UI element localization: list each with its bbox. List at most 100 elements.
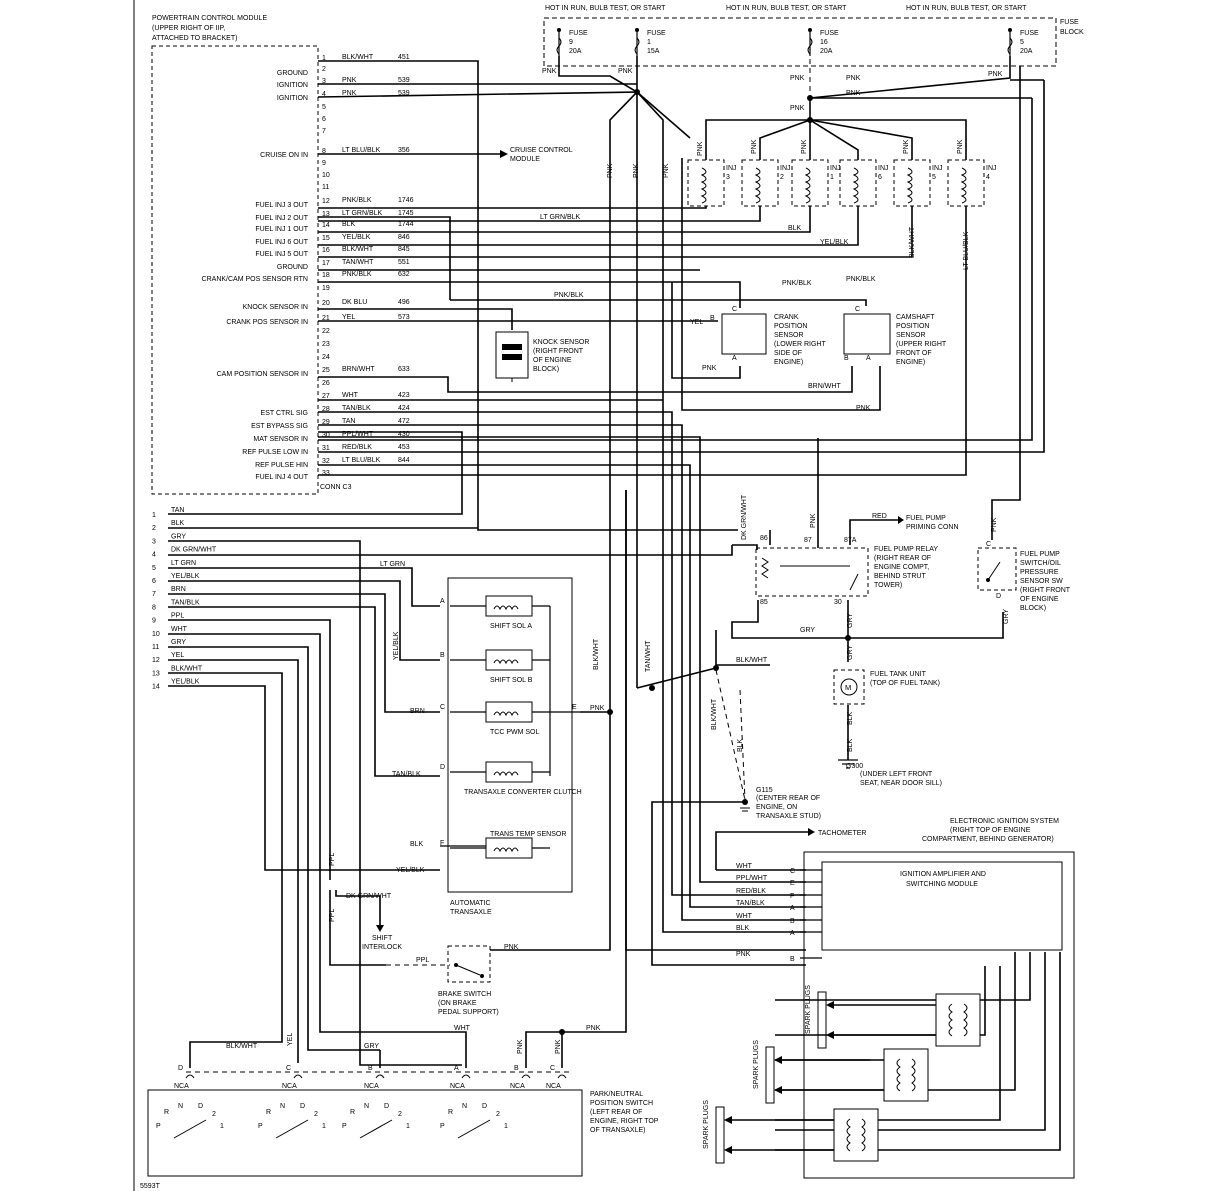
pcm-pin-label: CRANK POS SENSOR IN	[226, 319, 308, 326]
pn-position-label: D	[198, 1103, 203, 1110]
pn-position-label: R	[266, 1109, 271, 1116]
solenoid-coil	[493, 659, 519, 665]
pn-position-label: 1	[406, 1123, 410, 1130]
pcm-pin-wire: RED/BLK	[342, 444, 372, 451]
wire-label-dkgrnwht: DK GRN/WHT	[346, 893, 392, 900]
lower-pin-number: 12	[152, 657, 160, 664]
pcm-pin-wire: TAN/WHT	[342, 259, 374, 266]
eis-title-1: ELECTRONIC IGNITION SYSTEM	[950, 818, 1059, 825]
fuse-amp: 20A	[569, 48, 582, 55]
spark-plugs-label: SPARK PLUGS	[703, 1100, 710, 1149]
pcm-pin-number: 19	[322, 285, 330, 292]
transaxle-item-label: TRANSAXLE CONVERTER CLUTCH	[464, 789, 582, 796]
pn-position-label: P	[258, 1123, 263, 1130]
lower-pin-number: 9	[152, 618, 156, 625]
spark-plug-bracket	[765, 1046, 775, 1104]
pcm-pin-circuit: 423	[398, 392, 410, 399]
spark-plug-bracket	[715, 1106, 725, 1164]
pn-nca-label: NCA	[510, 1083, 525, 1090]
priming-label-2: PRIMING CONN	[906, 524, 959, 531]
pcm-pin-number: 25	[322, 367, 330, 374]
relay-label-1: FUEL PUMP RELAY	[874, 546, 938, 553]
g115-label-3: ENGINE, ON	[756, 804, 797, 811]
pcm-pin-circuit: 573	[398, 314, 410, 321]
cam-label-6: ENGINE)	[896, 359, 925, 366]
pn-switch-contact	[457, 1119, 491, 1139]
pcm-pin-wire: BLK/WHT	[342, 246, 374, 253]
vlabel-ppl: PPL	[329, 909, 336, 922]
relay-pin-30: 30	[834, 599, 842, 606]
spark-arrow-icon	[826, 1001, 834, 1009]
solenoid-coil	[493, 711, 519, 717]
pcm-pin-number: 31	[322, 445, 330, 452]
spark-arrow-icon	[724, 1146, 732, 1154]
tachometer-label: TACHOMETER	[818, 830, 866, 837]
transaxle-item-label: TCC PWM SOL	[490, 729, 539, 736]
vlabel-ppl: PPL	[329, 853, 336, 866]
svg-text:C: C	[855, 306, 860, 313]
hot-label-2: HOT IN RUN, BULB TEST, OR START	[726, 5, 847, 12]
pn-position-label: N	[280, 1103, 285, 1110]
pcm-pin-wire: TAN/BLK	[342, 405, 371, 412]
vlabel-pnk: PNK	[697, 141, 704, 156]
switch-label-1: FUEL PUMP	[1020, 551, 1060, 558]
relay-pin-87a: 87A	[844, 537, 857, 544]
crank-label-6: ENGINE)	[774, 359, 803, 366]
relay-label-4: BEHIND STRUT	[874, 573, 926, 580]
pcm-pin-wire: LT GRN/BLK	[342, 210, 383, 217]
fuse-name: FUSE	[1020, 30, 1039, 37]
pn-nca-label: NCA	[174, 1083, 189, 1090]
fuse-number: 16	[820, 39, 828, 46]
pn-position-label: D	[384, 1103, 389, 1110]
eis-wire-label: BLK	[736, 925, 750, 932]
switch-label-4: SENSOR SW	[1020, 578, 1063, 585]
lower-pin-wire: BLK/WHT	[171, 665, 203, 672]
g300-label-2: (UNDER LEFT FRONT	[860, 771, 933, 778]
svg-text:M: M	[845, 683, 851, 692]
pn-label-1: PARK/NEUTRAL	[590, 1091, 643, 1098]
eis-pin-letter: B	[790, 918, 795, 925]
pcm-pin-label: GROUND	[277, 70, 308, 77]
eis-title-2: (RIGHT TOP OF ENGINE	[950, 827, 1031, 834]
injector-box	[947, 159, 985, 207]
pcm-pin-circuit: 1746	[398, 197, 414, 204]
injector-box	[791, 159, 829, 207]
shift-interlock-label-2: INTERLOCK	[362, 944, 402, 951]
fuse-link	[634, 37, 640, 55]
pcm-pin-circuit: 1744	[398, 221, 414, 228]
wire-label-gry: GRY	[800, 627, 815, 634]
pcm-pin-wire: DK BLU	[342, 299, 367, 306]
lower-pin-wire: GRY	[171, 533, 186, 540]
pcm-pin-circuit: 539	[398, 77, 410, 84]
vlabel-pnk: PNK	[957, 139, 964, 154]
vlabel-gry: GRY	[847, 645, 854, 660]
cam-label-3: SENSOR	[896, 332, 926, 339]
wire-label-gry: GRY	[364, 1043, 379, 1050]
wire-label-pnk: PNK	[790, 105, 805, 112]
coil-secondary	[861, 1118, 866, 1152]
pcm-pin-number: 9	[322, 160, 326, 167]
vlabel-pnk: PNK	[633, 163, 640, 178]
wire-label-brn: BRN	[410, 708, 425, 715]
pcm-pin-circuit: 845	[398, 246, 410, 253]
pcm-pin-number: 15	[322, 235, 330, 242]
vlabel-pnk: PNK	[663, 163, 670, 178]
pn-position-label: N	[462, 1103, 467, 1110]
relay-pin-87: 87	[804, 537, 812, 544]
spark-plugs-label: SPARK PLUGS	[805, 985, 812, 1034]
vlabel-pnk: PNK	[751, 139, 758, 154]
pn-pin-letter: C	[550, 1065, 555, 1072]
priming-label-1: FUEL PUMP	[906, 515, 946, 522]
fuse-link	[807, 37, 813, 55]
cam-label-5: FRONT OF	[896, 350, 932, 357]
lower-pin-wire: WHT	[171, 626, 188, 633]
lower-pin-number: 11	[152, 644, 159, 651]
pcm-pin-wire: PNK	[342, 77, 357, 84]
switch-label-3: PRESSURE	[1020, 569, 1059, 576]
pcm-pin-circuit: 633	[398, 366, 410, 373]
pcm-title-1: POWERTRAIN CONTROL MODULE	[152, 15, 267, 22]
wire-label-pnk: PNK	[702, 365, 717, 372]
module-label-1: IGNITION AMPLIFIER AND	[900, 871, 986, 878]
spark-arrow-icon	[774, 1056, 782, 1064]
